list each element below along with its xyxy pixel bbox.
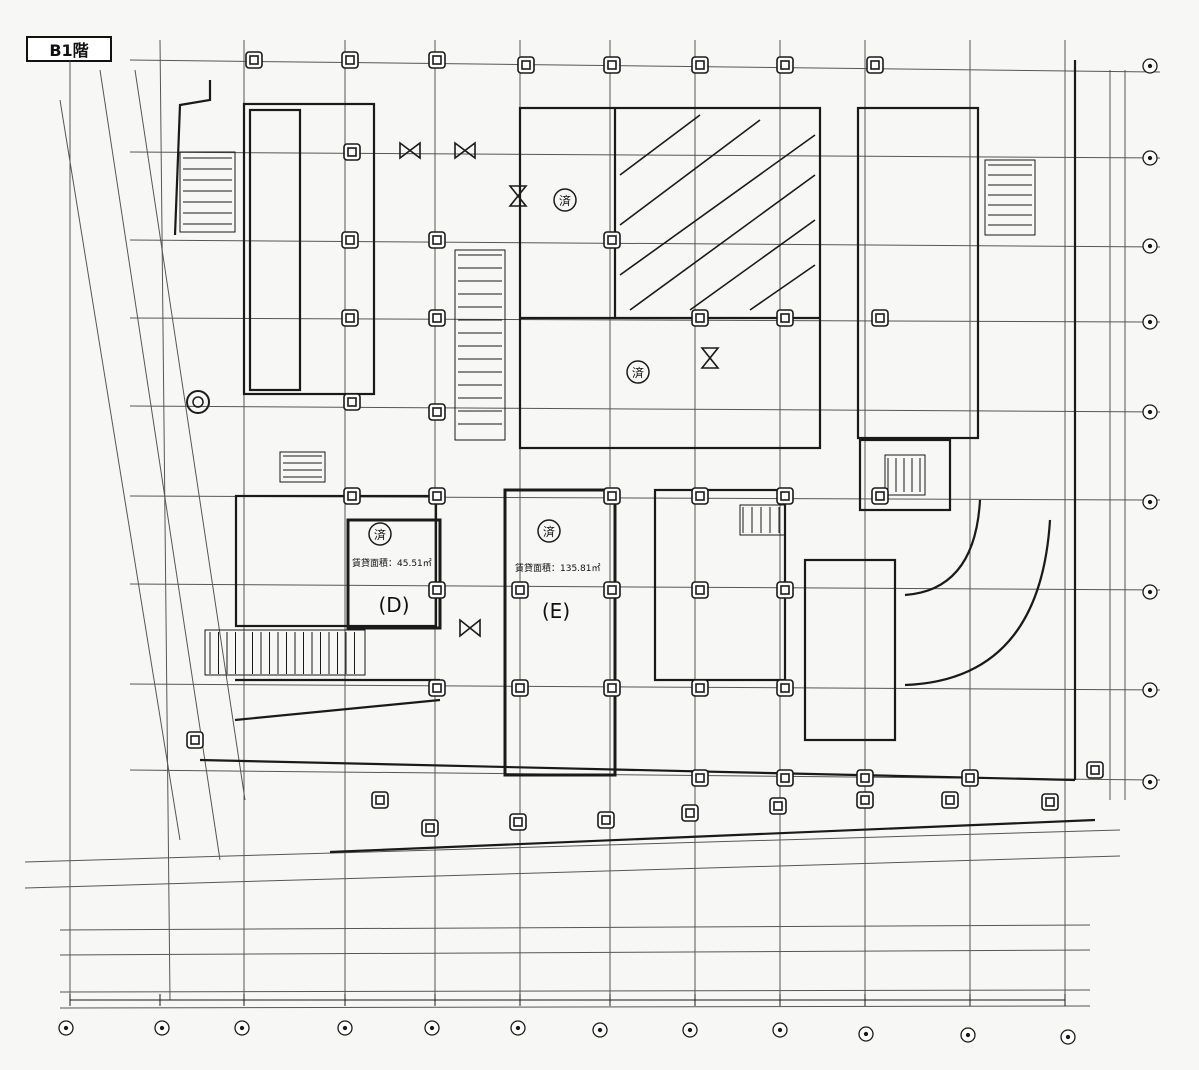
column xyxy=(341,309,359,327)
room-d-area: 賃貸面積：45.51㎡ xyxy=(352,557,432,569)
column xyxy=(428,309,446,327)
column xyxy=(511,679,529,697)
room-badges: 済 済 済 済 xyxy=(368,188,650,546)
column xyxy=(428,403,446,421)
column xyxy=(961,769,979,787)
column xyxy=(603,56,621,74)
grid-bubble xyxy=(234,1020,250,1036)
column xyxy=(509,813,527,831)
column xyxy=(871,309,889,327)
grid-bubble xyxy=(682,1022,698,1038)
doors xyxy=(399,141,720,638)
grid-bubble xyxy=(337,1020,353,1036)
column xyxy=(691,679,709,697)
grid-bubble xyxy=(1142,682,1158,698)
column xyxy=(603,679,621,697)
grid-bubble xyxy=(1142,150,1158,166)
column xyxy=(511,581,529,599)
svg-text:済: 済 xyxy=(543,524,555,539)
room-d-label: (D) xyxy=(378,593,409,617)
hatched-area xyxy=(619,114,816,311)
badge-room-e: 済 xyxy=(537,519,561,543)
column xyxy=(428,679,446,697)
column xyxy=(776,769,794,787)
column xyxy=(428,487,446,505)
grid-bubble xyxy=(1142,404,1158,420)
column xyxy=(776,309,794,327)
column xyxy=(343,143,361,161)
grid-bubble xyxy=(1142,774,1158,790)
walls xyxy=(173,60,1096,854)
svg-text:済: 済 xyxy=(374,527,386,542)
column xyxy=(428,51,446,69)
column xyxy=(421,819,439,837)
column xyxy=(856,769,874,787)
badge-center: 済 xyxy=(626,360,650,384)
svg-text:済: 済 xyxy=(559,193,571,208)
column xyxy=(691,56,709,74)
column xyxy=(343,487,361,505)
room-e-area: 賃貸面積：135.81㎡ xyxy=(515,562,601,574)
column xyxy=(341,51,359,69)
column xyxy=(871,487,889,505)
column xyxy=(341,231,359,249)
column xyxy=(691,487,709,505)
svg-text:済: 済 xyxy=(632,365,644,380)
column xyxy=(603,581,621,599)
grid-bubble xyxy=(1142,238,1158,254)
column xyxy=(428,231,446,249)
column xyxy=(428,581,446,599)
column xyxy=(776,581,794,599)
grid-bubble xyxy=(424,1020,440,1036)
grid-bubble xyxy=(1060,1029,1076,1045)
column xyxy=(776,679,794,697)
column xyxy=(517,56,535,74)
round-fixture xyxy=(186,390,210,414)
stairs xyxy=(179,151,1036,676)
grid-bubble xyxy=(1142,494,1158,510)
column xyxy=(681,804,699,822)
column xyxy=(776,487,794,505)
column xyxy=(866,56,884,74)
column xyxy=(371,791,389,809)
column xyxy=(691,309,709,327)
column xyxy=(597,811,615,829)
columns xyxy=(186,51,1104,837)
column xyxy=(941,791,959,809)
grid-bubble xyxy=(510,1020,526,1036)
grid-bubble xyxy=(1142,584,1158,600)
column xyxy=(769,797,787,815)
column xyxy=(343,393,361,411)
room-e-label: (E) xyxy=(542,599,570,623)
grid-bubble xyxy=(772,1022,788,1038)
column xyxy=(691,581,709,599)
column xyxy=(1041,793,1059,811)
column xyxy=(691,769,709,787)
column xyxy=(776,56,794,74)
badge-room-d: 済 xyxy=(368,522,392,546)
column xyxy=(186,731,204,749)
grid-bubble xyxy=(960,1027,976,1043)
grid-bubble xyxy=(58,1020,74,1036)
column xyxy=(603,231,621,249)
column xyxy=(856,791,874,809)
column xyxy=(245,51,263,69)
badge-upper-left: 済 xyxy=(553,188,577,212)
grid-bubble xyxy=(154,1020,170,1036)
grid-bubble xyxy=(1142,58,1158,74)
column xyxy=(1086,761,1104,779)
column xyxy=(603,487,621,505)
floor-label: B1階 xyxy=(26,36,112,62)
grid-bubble xyxy=(592,1022,608,1038)
grid-bubble xyxy=(1142,314,1158,330)
grid-bubble xyxy=(858,1026,874,1042)
